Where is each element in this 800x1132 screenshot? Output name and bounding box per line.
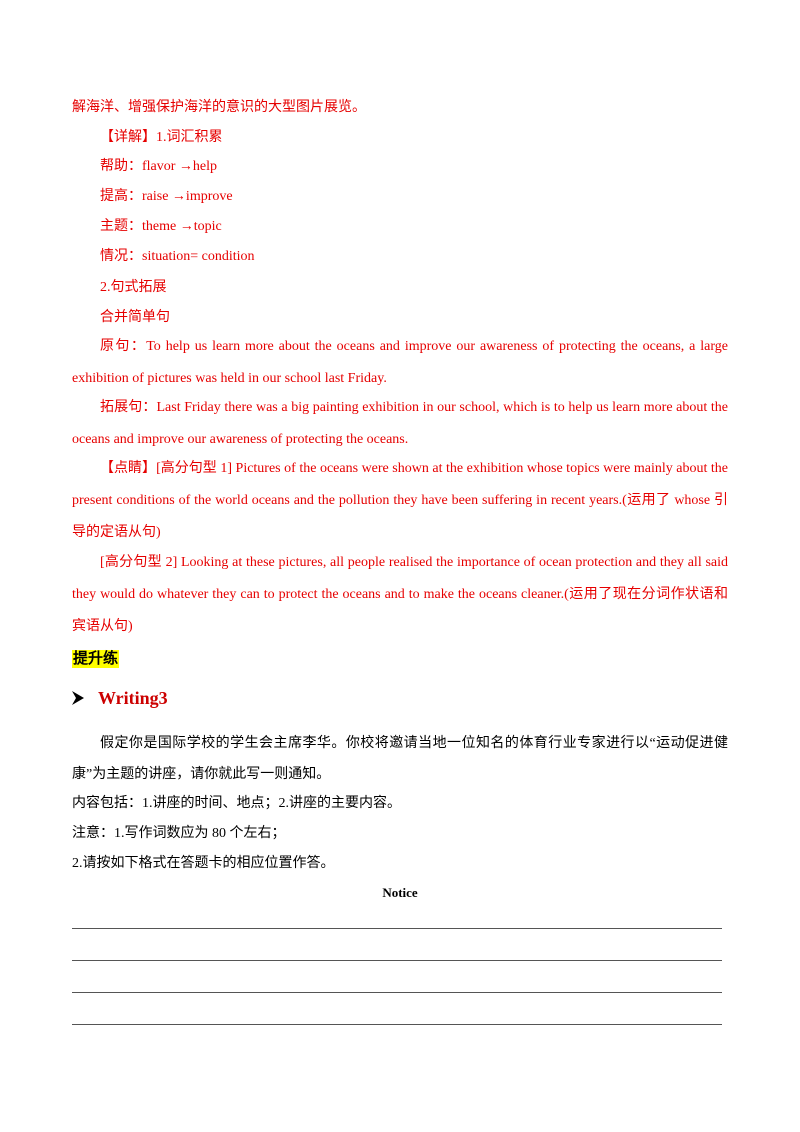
original-sentence-line1: 原句：To help us learn more about the ocean… bbox=[100, 339, 728, 354]
explanation-continuation: 解海洋、增强保护海洋的意识的大型图片展览。 bbox=[72, 100, 366, 115]
section-label-highlight: 提升练 bbox=[72, 650, 120, 668]
content-requirements: 内容包括：1.讲座的时间、地点；2.讲座的主要内容。 bbox=[72, 796, 401, 811]
vocab-item: 情况：situation= condition bbox=[100, 249, 255, 264]
notice-title: Notice bbox=[382, 885, 418, 900]
writing-heading: Writing3 bbox=[72, 686, 168, 710]
note-line1: 注意：1.写作词数应为 80 个左右； bbox=[72, 826, 286, 841]
vocab-item: 帮助：flavor →help bbox=[100, 159, 218, 174]
answer-line bbox=[72, 960, 722, 961]
answer-line bbox=[72, 1024, 722, 1025]
tip-sentence1-line2: present conditions of the world oceans a… bbox=[72, 493, 728, 508]
detail-heading: 【详解】1.词汇积累 bbox=[100, 130, 223, 145]
tip-sentence2-line1: [高分句型 2] Looking at these pictures, all … bbox=[100, 555, 728, 570]
merge-sentences-label: 合并简单句 bbox=[100, 310, 170, 325]
tip-sentence1-line1: 【点睛】[高分句型 1] Pictures of the oceans were… bbox=[100, 461, 728, 476]
original-sentence-line2: exhibition of pictures was held in our s… bbox=[72, 371, 387, 386]
expanded-sentence-line2: oceans and improve our awareness of prot… bbox=[72, 432, 409, 447]
answer-line bbox=[72, 928, 722, 929]
note-line2: 2.请按如下格式在答题卡的相应位置作答。 bbox=[72, 856, 335, 871]
expanded-sentence-line1: 拓展句：Last Friday there was a big painting… bbox=[100, 400, 728, 415]
arrow-right-icon bbox=[72, 691, 84, 705]
tip-sentence1-line3: 导的定语从句) bbox=[72, 525, 161, 540]
vocab-item: 提高：raise →improve bbox=[100, 189, 233, 204]
sentence-expansion-heading: 2.句式拓展 bbox=[100, 280, 167, 295]
writing-title: Writing3 bbox=[98, 688, 168, 708]
answer-line bbox=[72, 992, 722, 993]
tip-sentence2-line2: they would do whatever they can to prote… bbox=[72, 587, 728, 602]
prompt-line2: 康”为主题的讲座，请你就此写一则通知。 bbox=[72, 767, 331, 782]
vocab-item: 主题：theme →topic bbox=[100, 219, 222, 234]
tip-sentence2-line3: 宾语从句) bbox=[72, 619, 133, 634]
prompt-line1: 假定你是国际学校的学生会主席李华。你校将邀请当地一位知名的体育行业专家进行以“运… bbox=[100, 736, 728, 751]
